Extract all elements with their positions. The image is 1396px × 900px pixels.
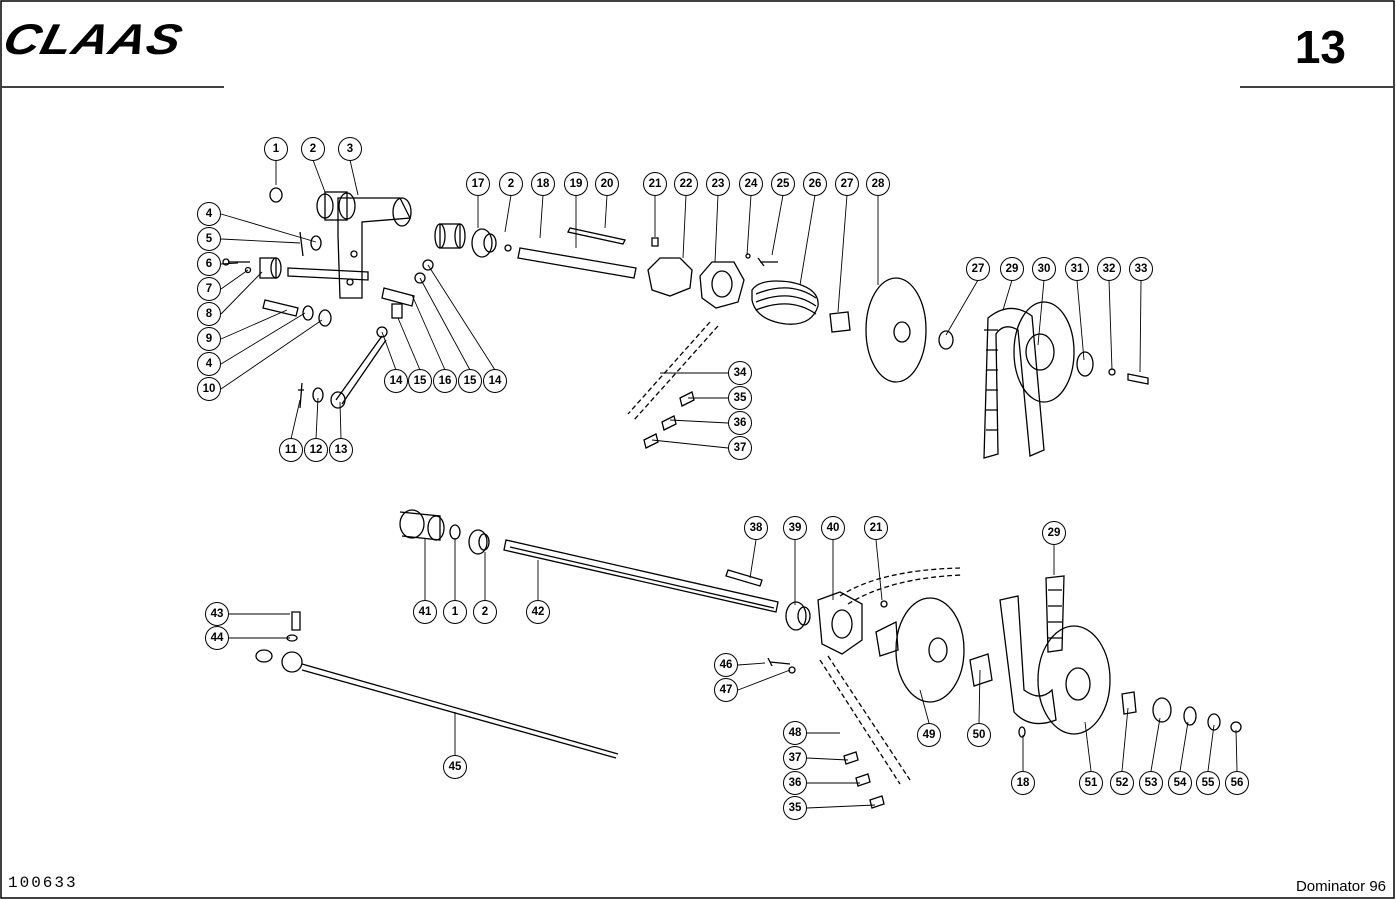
part-callout: 35 bbox=[728, 386, 752, 410]
part-callout: 43 bbox=[205, 602, 229, 626]
part-callout: 15 bbox=[408, 369, 432, 393]
model-name: Dominator 96 bbox=[1295, 878, 1386, 895]
part-callout: 14 bbox=[483, 369, 507, 393]
part-callout: 49 bbox=[917, 723, 941, 747]
part-callout: 19 bbox=[564, 172, 588, 196]
part-callout: 44 bbox=[205, 626, 229, 650]
part-callout: 16 bbox=[433, 369, 457, 393]
part-callout: 1 bbox=[443, 600, 467, 624]
part-callout: 23 bbox=[706, 172, 730, 196]
part-callout: 18 bbox=[531, 172, 555, 196]
leader-lines bbox=[220, 159, 1238, 809]
part-callout: 47 bbox=[714, 678, 738, 702]
page-number: 13 bbox=[1294, 21, 1346, 73]
part-callout: 45 bbox=[443, 755, 467, 779]
part-callout: 40 bbox=[821, 516, 845, 540]
part-callout: 29 bbox=[1042, 521, 1066, 545]
upper-chain bbox=[627, 321, 719, 421]
part-callout: 14 bbox=[384, 369, 408, 393]
part-callout: 1 bbox=[264, 137, 288, 161]
part-callout: 4 bbox=[197, 202, 221, 226]
part-callout: 55 bbox=[1196, 771, 1220, 795]
part-callout: 41 bbox=[413, 600, 437, 624]
part-callout: 8 bbox=[197, 302, 221, 326]
part-callout: 36 bbox=[783, 771, 807, 795]
part-callout: 37 bbox=[783, 746, 807, 770]
document-id: 100633 bbox=[8, 874, 78, 892]
part-callout: 3 bbox=[338, 137, 362, 161]
part-callout: 50 bbox=[967, 723, 991, 747]
part-callout: 53 bbox=[1139, 771, 1163, 795]
part-callout: 27 bbox=[835, 172, 859, 196]
part-callout: 38 bbox=[744, 516, 768, 540]
part-callout: 18 bbox=[1011, 771, 1035, 795]
part-callout: 21 bbox=[864, 516, 888, 540]
part-callout: 4 bbox=[197, 352, 221, 376]
part-callout: 6 bbox=[197, 252, 221, 276]
part-callout: 5 bbox=[197, 227, 221, 251]
part-callout: 22 bbox=[674, 172, 698, 196]
upper-middle-shaft bbox=[434, 223, 927, 383]
part-callout: 52 bbox=[1110, 771, 1134, 795]
part-callout: 32 bbox=[1097, 257, 1121, 281]
lower-assembly bbox=[255, 509, 1242, 759]
part-callout: 25 bbox=[771, 172, 795, 196]
part-callout: 31 bbox=[1065, 257, 1089, 281]
lower-chain bbox=[819, 567, 963, 785]
chain-links-lower bbox=[843, 751, 885, 809]
part-callout: 30 bbox=[1032, 257, 1056, 281]
part-callout: 35 bbox=[783, 796, 807, 820]
upper-right-pulley bbox=[938, 301, 1149, 459]
part-callout: 28 bbox=[866, 172, 890, 196]
part-callout: 20 bbox=[595, 172, 619, 196]
part-callout: 48 bbox=[783, 721, 807, 745]
part-callout: 29 bbox=[1000, 257, 1024, 281]
part-callout: 10 bbox=[197, 377, 221, 401]
part-callout: 2 bbox=[473, 600, 497, 624]
part-callout: 7 bbox=[197, 277, 221, 301]
part-callout: 15 bbox=[458, 369, 482, 393]
part-callout: 21 bbox=[643, 172, 667, 196]
part-callout: 46 bbox=[714, 653, 738, 677]
part-callout: 17 bbox=[466, 172, 490, 196]
part-callout: 12 bbox=[304, 438, 328, 462]
part-callout: 51 bbox=[1079, 771, 1103, 795]
part-callout: 33 bbox=[1129, 257, 1153, 281]
part-callout: 11 bbox=[279, 438, 303, 462]
chain-links-upper bbox=[643, 391, 695, 449]
part-callout: 56 bbox=[1225, 771, 1249, 795]
part-callout: 42 bbox=[526, 600, 550, 624]
upper-left-assembly bbox=[222, 187, 434, 409]
part-callout: 34 bbox=[728, 361, 752, 385]
part-callout: 27 bbox=[966, 257, 990, 281]
part-callout: 36 bbox=[728, 411, 752, 435]
part-callout: 2 bbox=[301, 137, 325, 161]
part-callout: 39 bbox=[783, 516, 807, 540]
part-callout: 26 bbox=[803, 172, 827, 196]
part-callout: 54 bbox=[1168, 771, 1192, 795]
part-callout: 24 bbox=[739, 172, 763, 196]
part-callout: 13 bbox=[329, 438, 353, 462]
part-callout: 9 bbox=[197, 327, 221, 351]
part-callout: 37 bbox=[728, 436, 752, 460]
part-callout: 2 bbox=[499, 172, 523, 196]
